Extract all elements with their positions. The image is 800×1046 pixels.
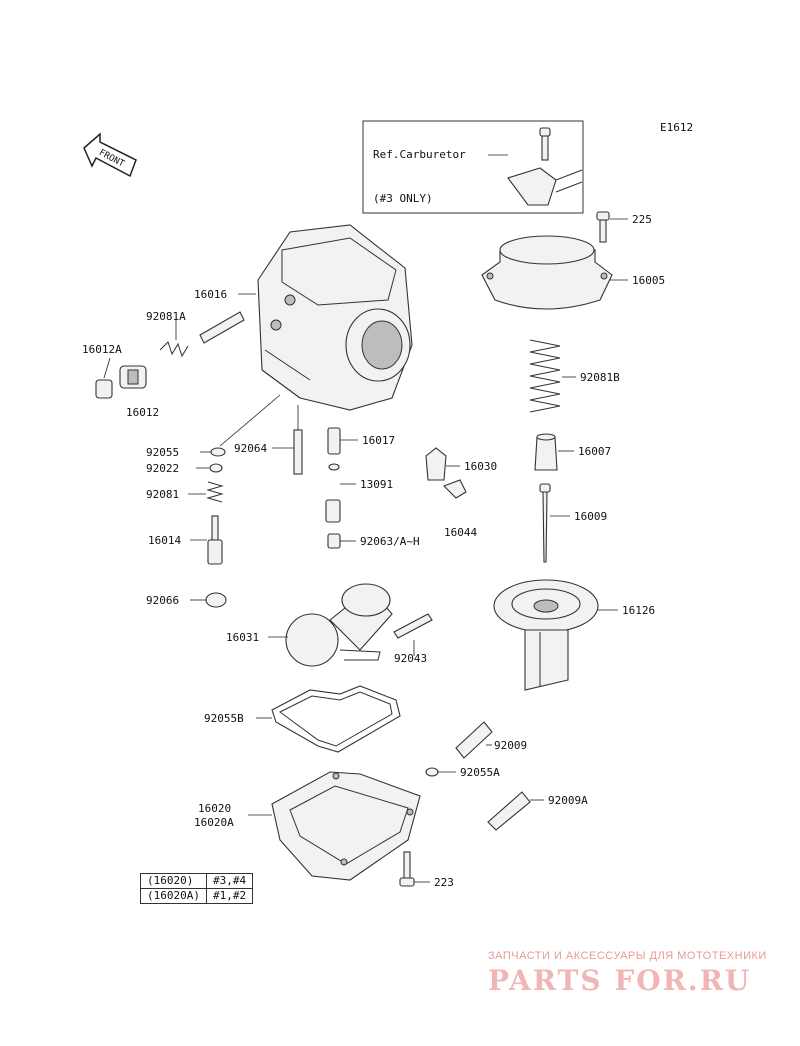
inset-note: (#3 ONLY) — [373, 192, 433, 205]
label-92009: 92009 — [494, 739, 527, 752]
part-16017-holder — [327, 427, 341, 455]
label-223: 223 — [434, 876, 454, 889]
label-16126: 16126 — [622, 604, 655, 617]
label-92081b: 92081B — [580, 371, 620, 384]
label-16005: 16005 — [632, 274, 665, 287]
part-16030-float-valve — [425, 447, 447, 481]
part-92055a-o-ring — [425, 767, 439, 777]
label-92064: 92064 — [234, 442, 267, 455]
diagram-code: E1612 — [660, 121, 693, 134]
part-16012-plug — [119, 365, 147, 389]
part-16126-diaphragm-slide — [493, 579, 599, 691]
part-92009a-screw — [487, 791, 531, 831]
application-table: (16020) #3,#4 (16020A) #1,#2 — [140, 873, 254, 904]
label-92063: 92063/A~H — [360, 535, 420, 548]
label-92066: 92066 — [146, 594, 179, 607]
label-225: 225 — [632, 213, 652, 226]
part-16012a-cap — [95, 379, 113, 399]
part-16031-float — [285, 583, 393, 667]
part-92009-screw — [455, 721, 493, 759]
part-92055-o-ring — [210, 447, 226, 457]
table-row: (16020) #3,#4 — [140, 873, 254, 889]
label-16016: 16016 — [194, 288, 227, 301]
label-16020: 16020 — [198, 802, 231, 815]
label-16031: 16031 — [226, 631, 259, 644]
label-92081: 92081 — [146, 488, 179, 501]
table-cell-part: (16020) — [140, 873, 207, 889]
table-cell-models: #1,#2 — [205, 888, 254, 904]
label-16012: 16012 — [126, 406, 159, 419]
label-92009a: 92009A — [548, 794, 588, 807]
table-row: (16020A) #1,#2 — [140, 888, 254, 904]
part-92055b-gasket — [271, 685, 401, 753]
part-16016-screw — [199, 311, 245, 344]
label-92055: 92055 — [146, 446, 179, 459]
part-16020-float-chamber — [271, 771, 421, 881]
part-16044-clip — [443, 479, 467, 499]
label-16014: 16014 — [148, 534, 181, 547]
label-92081a: 92081A — [146, 310, 186, 323]
part-92081-spring — [206, 481, 224, 503]
label-16017: 16017 — [362, 434, 395, 447]
label-16020a: 16020A — [194, 816, 234, 829]
label-16007: 16007 — [578, 445, 611, 458]
label-92055b: 92055B — [204, 712, 244, 725]
table-cell-models: #3,#4 — [205, 873, 254, 889]
part-92081a-spring — [159, 341, 189, 358]
label-13091: 13091 — [360, 478, 393, 491]
label-16030: 16030 — [464, 460, 497, 473]
part-92022-washer — [209, 463, 223, 473]
part-92066-cap — [205, 592, 227, 608]
part-16005-top-cover — [481, 235, 613, 310]
part-225-screw — [596, 211, 610, 243]
watermark-logo: PARTS FOR.RU — [488, 964, 752, 997]
inset-ref-text: Ref.Carburetor — [373, 148, 466, 161]
front-arrow-icon: FRONT — [83, 132, 137, 178]
label-16012a: 16012A — [82, 343, 122, 356]
part-223-screw — [399, 851, 415, 887]
part-jet — [325, 499, 341, 523]
watermark-subtitle: ЗАПЧАСТИ И АКСЕССУАРЫ ДЛЯ МОТОТЕХНИКИ — [488, 950, 767, 962]
part-92063-main-jet — [327, 533, 341, 549]
part-92081b-spring — [529, 339, 561, 413]
part-16009-jet-needle — [539, 483, 551, 563]
part-16014-pilot-screw — [207, 515, 223, 565]
part-92064-pipe — [293, 429, 303, 475]
part-13091-washer — [328, 463, 340, 471]
table-cell-part: (16020A) — [140, 888, 207, 904]
label-16009: 16009 — [574, 510, 607, 523]
label-92043: 92043 — [394, 652, 427, 665]
reference-inset: Ref.Carburetor (#3 ONLY) — [362, 120, 584, 214]
label-16044: 16044 — [444, 526, 477, 539]
part-16007-needle-holder — [534, 433, 558, 471]
label-92022: 92022 — [146, 462, 179, 475]
part-92043-pin — [393, 613, 433, 639]
label-92055a: 92055A — [460, 766, 500, 779]
carburetor-body — [257, 224, 413, 411]
